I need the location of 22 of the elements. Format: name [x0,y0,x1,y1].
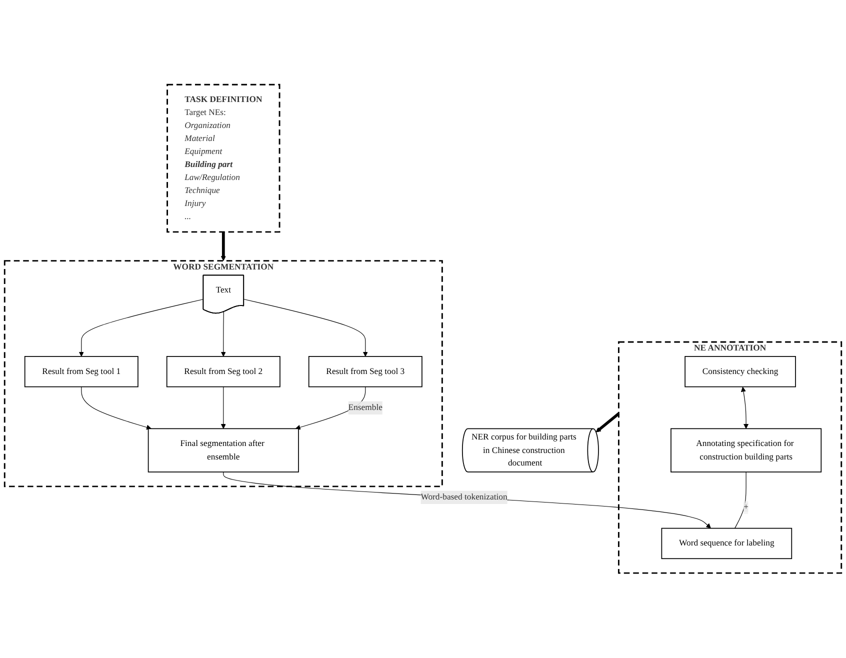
edge-label: Ensemble [348,403,382,412]
arrow [596,412,620,433]
arrow [81,386,152,430]
node-box: Final segmentation after ensemble [148,428,299,473]
arrow [78,299,204,357]
node-box: TASK DEFINITION Target NEs: Organization Material Equipment Building part Law/Regulation Technique Injury ... [166,84,280,233]
node-box: Annotating specification for construction building parts [670,428,822,473]
arrow [223,472,711,529]
connector [734,472,746,529]
edge-label: + [744,502,749,512]
node-box: Result from Seg tool 1 [24,356,138,388]
arrow [740,386,749,430]
arrow [220,232,226,262]
arrow [244,299,368,357]
node-text: NER corpus for building parts in Chinese construction document [471,432,576,468]
arrow [220,312,226,357]
node-box: Consistency checking [684,356,796,388]
node-box: Word sequence for labeling [661,528,792,560]
edge-label: Word-based tokenization [420,492,508,502]
node-box: Result from Seg tool 3 [308,356,422,388]
node-box: Result from Seg tool 2 [166,356,280,388]
arrow [220,386,226,430]
